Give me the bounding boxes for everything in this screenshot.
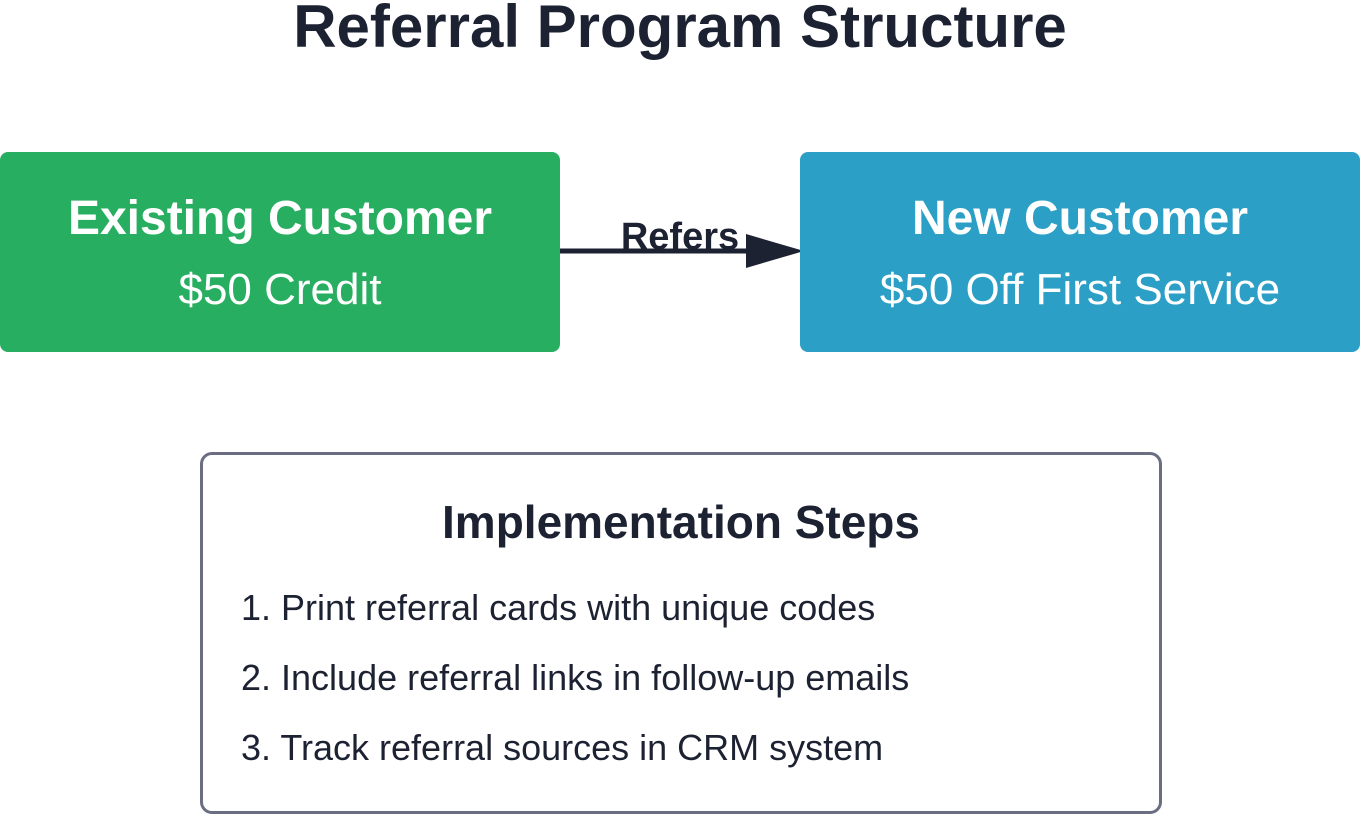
implementation-steps-heading: Implementation Steps <box>442 496 920 548</box>
diagram-title: Referral Program Structure <box>293 0 1067 60</box>
existing-customer-heading: Existing Customer <box>67 192 493 245</box>
new-customer-heading: New Customer <box>911 192 1249 245</box>
step-item: 3. Track referral sources in CRM system <box>241 727 884 768</box>
new-customer-reward: $50 Off First Service <box>879 265 1281 314</box>
step-item: 2. Include referral links in follow-up e… <box>241 657 910 698</box>
new-customer-node: New Customer $50 Off First Service <box>800 152 1360 352</box>
existing-customer-node: Existing Customer $50 Credit <box>0 152 560 352</box>
refers-label: Refers <box>620 216 740 258</box>
refers-arrow <box>560 234 804 268</box>
implementation-steps-panel: Implementation Steps 1. Print referral c… <box>200 452 1162 814</box>
implementation-steps-list: 1. Print referral cards with unique code… <box>241 583 909 793</box>
refers-arrowhead-icon <box>746 234 804 268</box>
step-item: 1. Print referral cards with unique code… <box>241 587 876 628</box>
existing-customer-reward: $50 Credit <box>178 265 382 314</box>
